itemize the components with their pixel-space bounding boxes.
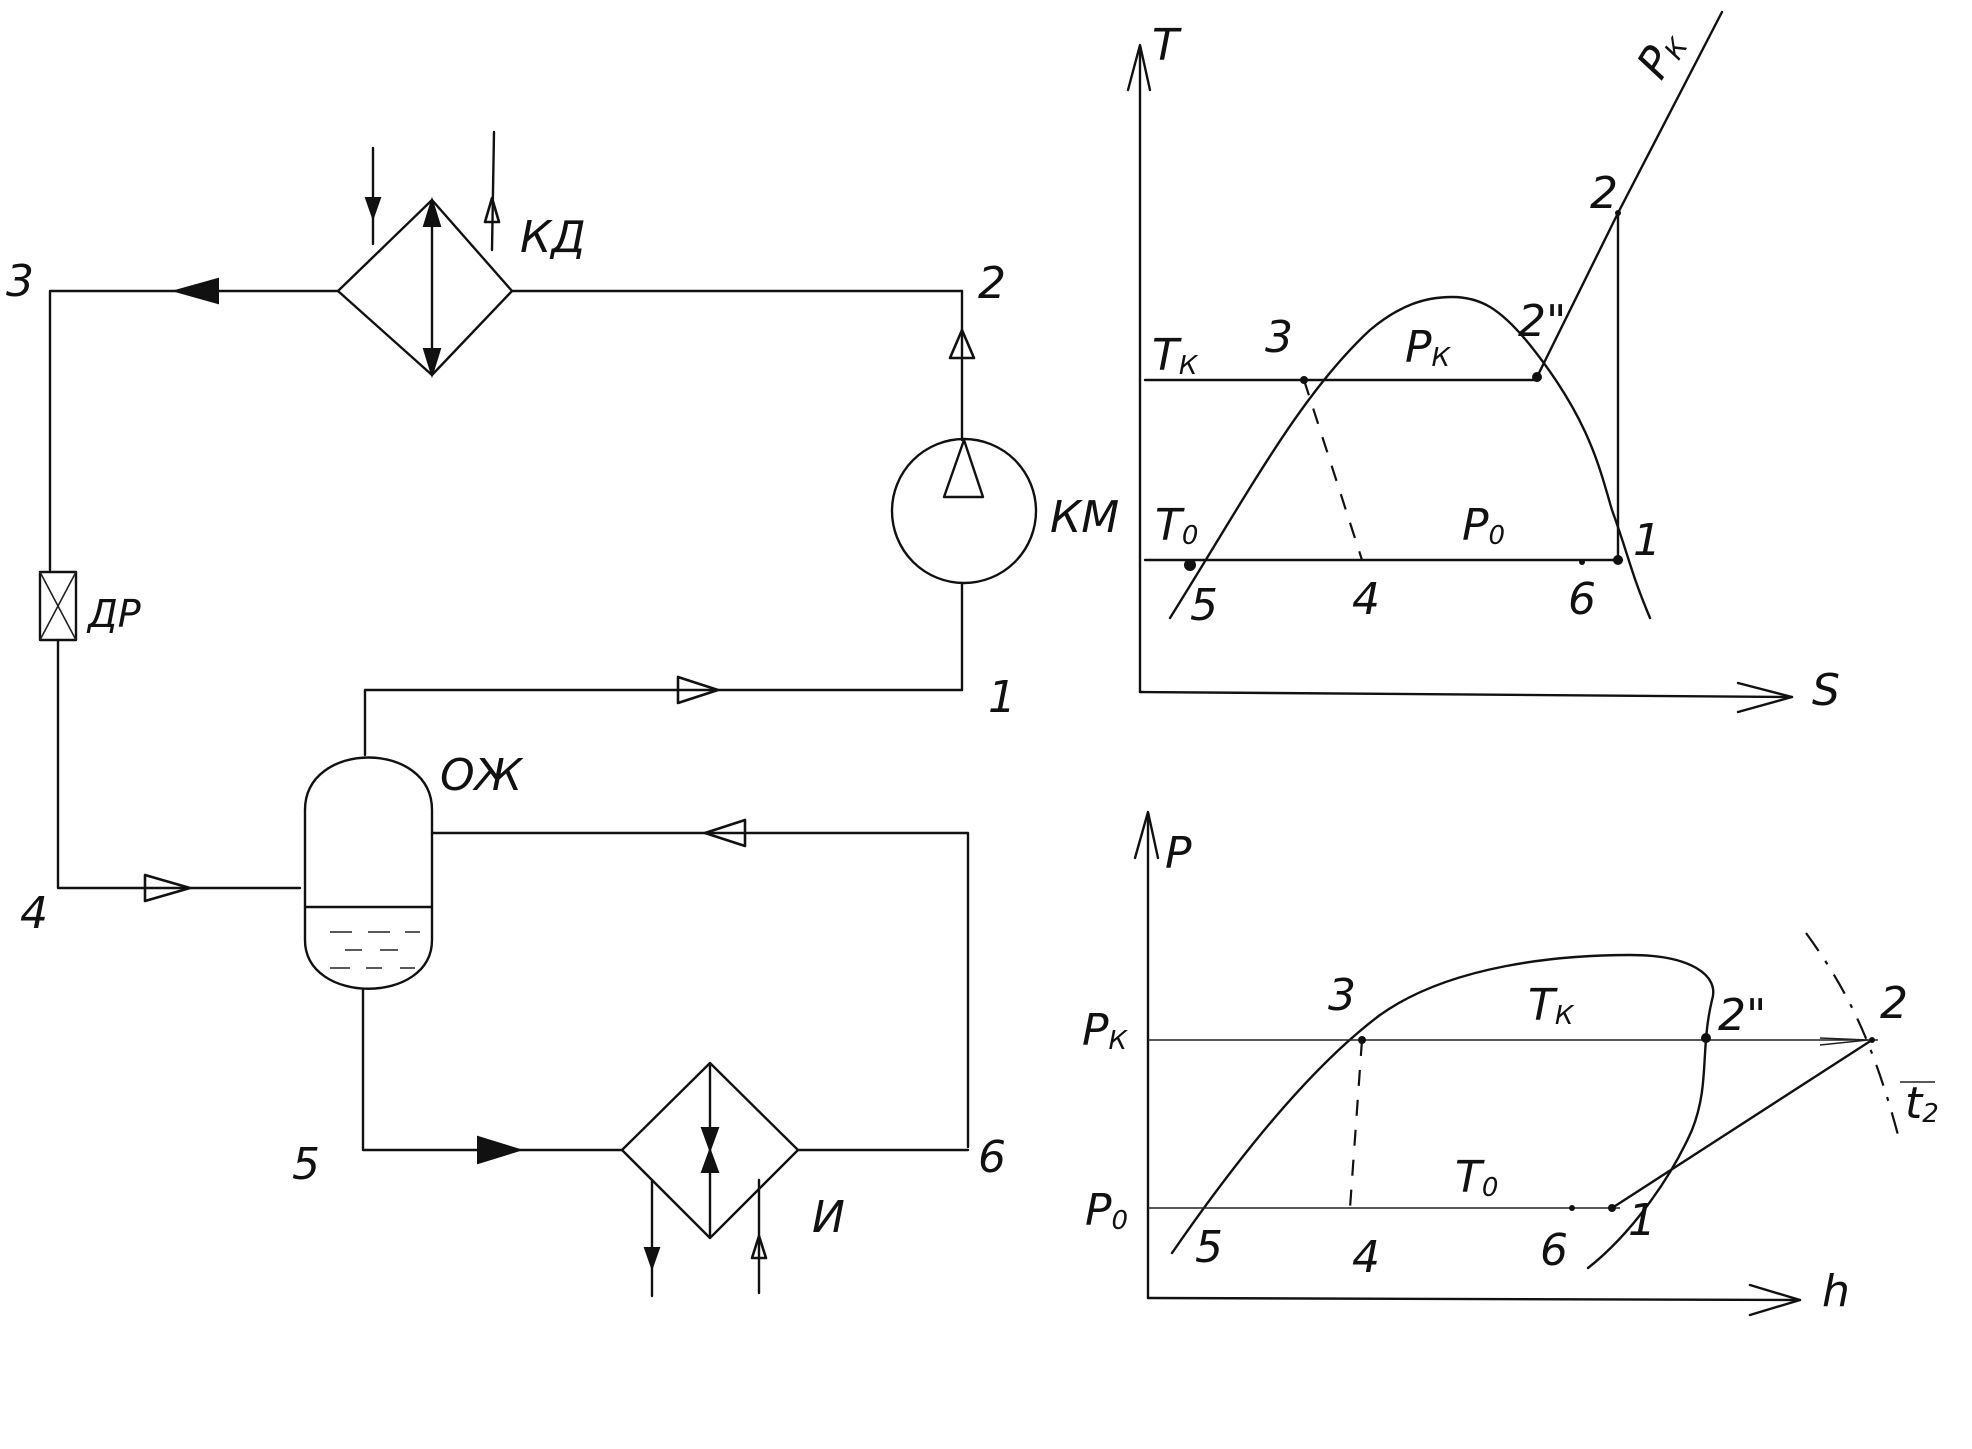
pipe-throttle-4	[56, 638, 302, 890]
throttle	[38, 570, 78, 642]
ph-point-1: 1	[1628, 1195, 1656, 1246]
ts-superheat-2pp-2	[1535, 211, 1620, 379]
evaporator	[620, 1061, 800, 1298]
ts-point-2pp: 2"	[1518, 296, 1566, 347]
node-label-6: 6	[978, 1132, 1006, 1183]
evaporator-label: И	[812, 1192, 845, 1243]
ts-throttling-3-4	[1302, 379, 1364, 561]
node-label-5: 5	[292, 1139, 320, 1190]
ph-isotherm-t2	[1805, 932, 1900, 1136]
separator-label: ОЖ	[440, 750, 524, 801]
ph-compression-1-2	[1610, 1038, 1874, 1210]
ph-temp-0-label: T0	[1455, 1152, 1498, 1203]
ph-axis-label-h: h	[1822, 1266, 1850, 1317]
ts-temp-k-label: TК	[1152, 330, 1199, 381]
ph-point-4: 4	[1352, 1232, 1380, 1283]
ts-isobar-pk-line-label: PК	[1627, 21, 1695, 87]
ph-point-3: 3	[1328, 970, 1356, 1021]
ph-diagram: P h 3 2" 2 1 5 4 6 PК P0 TК T0 t2	[1082, 810, 1939, 1317]
flow-arrow	[477, 1135, 524, 1165]
ph-pres-0-label: P0	[1085, 1185, 1128, 1236]
condenser	[336, 130, 514, 379]
node-label-2: 2	[978, 258, 1006, 309]
ph-throttling-3-4	[1348, 1039, 1364, 1209]
ts-point-5: 5	[1190, 580, 1218, 631]
ph-temp-k-label: TК	[1528, 980, 1575, 1031]
throttle-label: ДР	[86, 592, 141, 636]
ts-point-3: 3	[1265, 312, 1293, 363]
compressor	[890, 328, 1038, 585]
node-label-1: 1	[988, 672, 1016, 723]
pipe-separator-1	[363, 688, 964, 757]
node-label-4: 4	[20, 888, 48, 939]
pipe-condenser-3	[48, 289, 340, 572]
ph-point-5: 5	[1195, 1222, 1223, 1273]
separator	[303, 756, 434, 990]
ts-isobar-pk-line	[1616, 10, 1724, 215]
node-label-3: 3	[6, 256, 34, 307]
ts-axis-label-s: S	[1812, 665, 1840, 716]
ph-point-6: 6	[1540, 1225, 1568, 1276]
ts-point-6: 6	[1568, 574, 1596, 625]
condenser-label: КД	[520, 212, 586, 263]
pipe-separator-5	[361, 988, 624, 1152]
ts-axis-label-t: T	[1152, 20, 1182, 71]
pipe-6-separator	[430, 831, 970, 1149]
compressor-label: КМ	[1050, 492, 1119, 543]
ts-isobar-p0-label: P0	[1462, 500, 1505, 551]
ph-axis-label-p: P	[1165, 828, 1192, 879]
ts-saturation-dome	[1168, 295, 1652, 620]
ph-temp-2-label: t2	[1905, 1078, 1939, 1129]
flow-arrow	[171, 277, 219, 305]
ts-point-2: 2	[1590, 168, 1618, 219]
flow-arrow	[143, 873, 192, 903]
ts-axis-s	[1138, 690, 1794, 699]
ts-point-4: 4	[1352, 574, 1380, 625]
ts-temp-0-label: T0	[1155, 500, 1198, 551]
flow-arrow	[676, 675, 720, 705]
ph-pres-k-label: PК	[1082, 1005, 1129, 1056]
ts-diagram: T S 2 2" 3 1 5 4 6 TК T0 PК P0 PК	[1126, 10, 1840, 716]
ph-point-2pp: 2"	[1718, 990, 1766, 1041]
schematic: 5 3 2 1 4 6 КД КМ ДР ОЖ И	[6, 130, 1119, 1298]
ph-axis-h	[1146, 1296, 1802, 1302]
ph-point-2: 2	[1880, 978, 1908, 1029]
ts-point-1: 1	[1633, 515, 1661, 566]
ts-isobar-pk-label: PК	[1405, 322, 1452, 373]
flow-arrow	[703, 818, 747, 848]
ph-saturation-dome	[1170, 953, 1715, 1270]
